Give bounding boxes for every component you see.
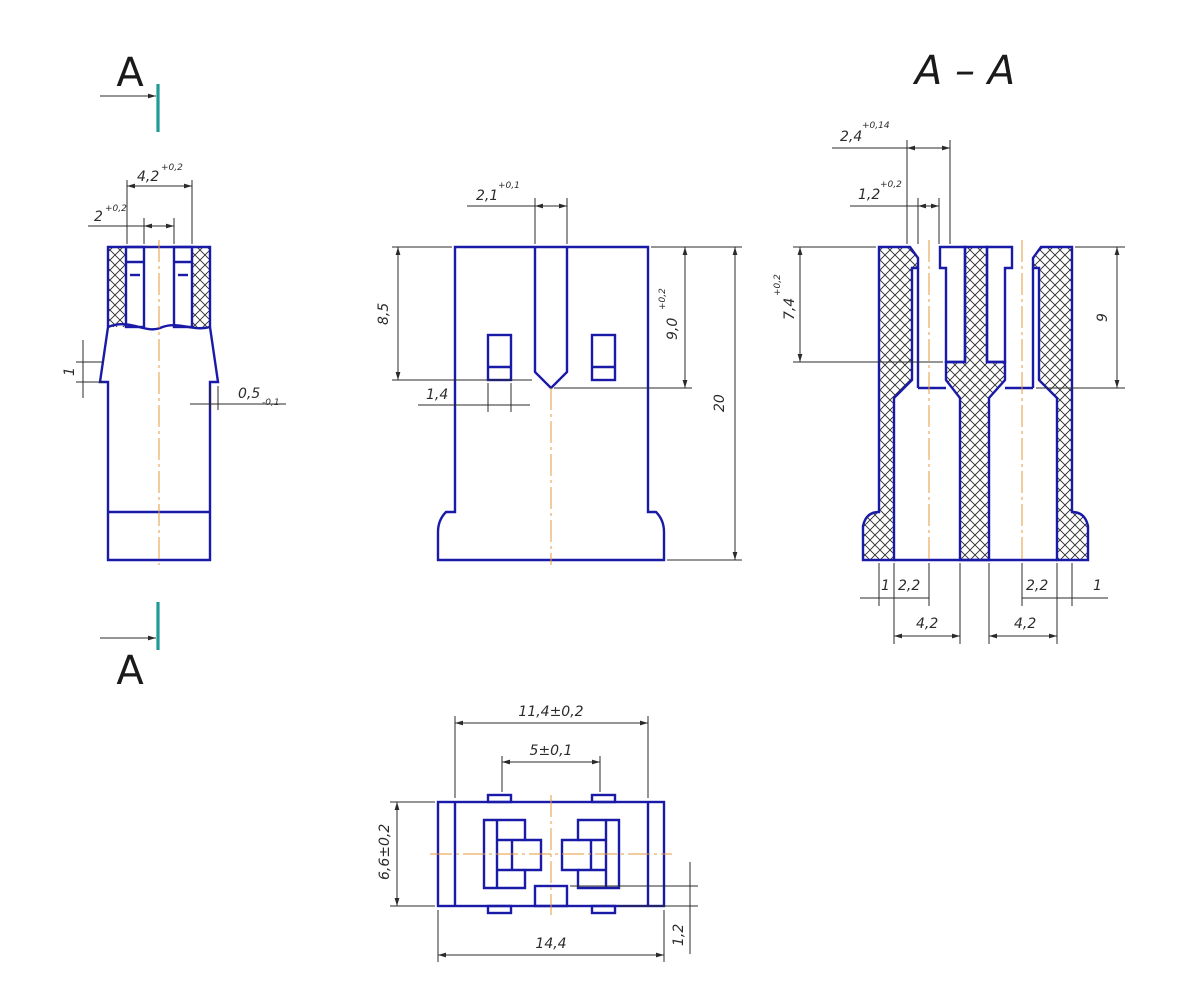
latch-window-right bbox=[590, 333, 617, 382]
dim-slot-depth-label: 8,5 bbox=[376, 303, 392, 325]
section-letter-top: A bbox=[116, 50, 144, 96]
dim-width-label: 4,2 bbox=[137, 169, 159, 185]
latch-tab bbox=[590, 793, 617, 804]
dim-a-tol: +0,14 bbox=[862, 121, 890, 131]
dim-window-tol: +0,2 bbox=[658, 288, 668, 310]
right-wall-outline bbox=[1031, 245, 1090, 562]
dim-height-label: 20 bbox=[712, 394, 728, 412]
section-marker-bottom: A bbox=[100, 602, 160, 694]
section-hatch-left-wall bbox=[863, 247, 918, 560]
dim-cavity-right-label: 4,2 bbox=[1014, 616, 1036, 632]
dim-b-tol: +0,2 bbox=[880, 180, 902, 190]
dim-height-label: 6,6±0,2 bbox=[377, 824, 393, 880]
slot-left bbox=[124, 245, 146, 329]
dim-b-label: 1,2 bbox=[858, 187, 880, 203]
dim-wall-label: 0,5 bbox=[238, 386, 260, 402]
contact-left-outline bbox=[938, 245, 967, 364]
section-hatch-center-rib bbox=[946, 247, 1005, 560]
dim-slot-label: 2,1 bbox=[476, 188, 498, 204]
dim-width-label: 11,4±0,2 bbox=[518, 704, 583, 720]
section-hatch-right-wall bbox=[1033, 247, 1088, 560]
dim-right-1-label: 1 bbox=[1093, 578, 1102, 594]
dim-depth-tol: +0,2 bbox=[773, 274, 783, 296]
dim-step-label: 1 bbox=[62, 367, 78, 376]
section-hatch bbox=[108, 247, 126, 327]
section-marker-top: A bbox=[100, 50, 160, 132]
section-hatch bbox=[192, 247, 210, 327]
slot-outline bbox=[533, 247, 569, 390]
latch-tab bbox=[486, 793, 513, 804]
contact-right-outline bbox=[985, 245, 1014, 364]
dim-cavity-left-label: 4,2 bbox=[916, 616, 938, 632]
dim-latch-label: 1,4 bbox=[426, 387, 448, 403]
dim-slot-tol: +0,2 bbox=[105, 204, 127, 214]
dim-tab-label: 1,2 bbox=[671, 924, 687, 946]
side-body-outline bbox=[98, 245, 220, 562]
dim-right-22-label: 2,2 bbox=[1026, 578, 1048, 594]
section-letter-bottom: A bbox=[116, 648, 144, 694]
dim-window-label: 9,0 bbox=[665, 318, 681, 340]
dim-depth-label: 7,4 bbox=[782, 298, 798, 320]
section-view: 2,4 +0,14 1,2 +0,2 7,4 +0,2 9 1 2,2 4,2 bbox=[773, 121, 1125, 644]
dim-left-22-label: 2,2 bbox=[898, 578, 920, 594]
side-view: 4,2 +0,2 2 +0,2 1 0,5 -0,1 bbox=[62, 163, 286, 565]
front-body-outline bbox=[436, 245, 666, 562]
dim-wall-tol: -0,1 bbox=[262, 398, 280, 408]
dim-right-label: 9 bbox=[1095, 313, 1111, 322]
dim-a-label: 2,4 bbox=[840, 129, 862, 145]
slot-right bbox=[172, 245, 194, 329]
front-view: 2,1 +0,1 8,5 9,0 +0,2 20 1,4 bbox=[376, 181, 742, 565]
latch-tab bbox=[486, 904, 513, 915]
dim-total-label: 14,4 bbox=[535, 936, 566, 952]
dim-pitch-label: 5±0,1 bbox=[530, 743, 573, 759]
dim-slot-label: 2 bbox=[94, 209, 103, 225]
bottom-view: 11,4±0,2 5±0,1 6,6±0,2 14,4 1,2 bbox=[377, 704, 698, 962]
latch-tab bbox=[590, 904, 617, 915]
latch-window-left bbox=[486, 333, 513, 382]
dim-width-tol: +0,2 bbox=[161, 163, 183, 173]
dim-left-1-label: 1 bbox=[881, 578, 890, 594]
dim-slot-tol: +0,1 bbox=[498, 181, 520, 191]
section-title: A – A bbox=[912, 48, 1015, 94]
left-wall-outline bbox=[861, 245, 920, 562]
